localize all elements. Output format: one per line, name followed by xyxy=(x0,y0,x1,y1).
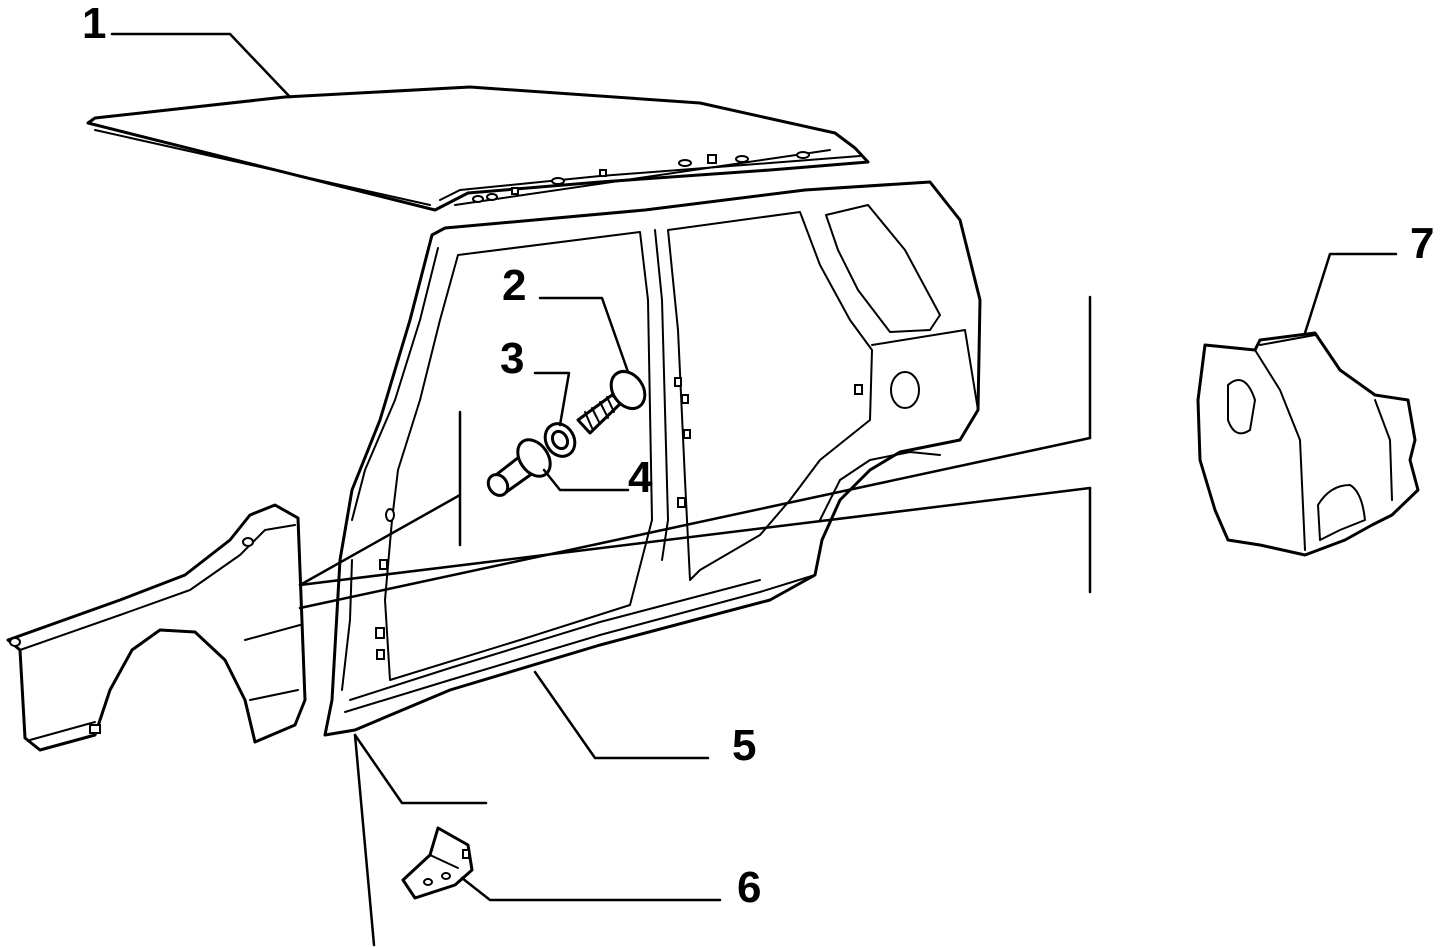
roof-panel xyxy=(86,85,870,212)
washer xyxy=(543,422,577,458)
callout-3: 3 xyxy=(500,334,524,383)
bracket-ref-b xyxy=(353,733,376,947)
leader-6 xyxy=(460,876,722,902)
bolt xyxy=(576,369,647,435)
leader-2 xyxy=(538,296,630,374)
fender-ref-line-b xyxy=(298,436,1092,610)
callout-7: 7 xyxy=(1410,219,1434,268)
leader-lines xyxy=(110,32,1398,947)
callout-6: 6 xyxy=(737,863,761,912)
callout-5: 5 xyxy=(732,721,756,770)
callout-labels: 1 2 3 4 5 6 7 xyxy=(82,0,1434,912)
fender-ref-line-a xyxy=(298,493,462,587)
callout-2: 2 xyxy=(502,261,526,310)
leader-3 xyxy=(533,371,571,427)
rear-wheelhouse xyxy=(1196,331,1420,557)
callout-1: 1 xyxy=(82,0,106,48)
leader-7 xyxy=(1303,252,1398,335)
stud-nut xyxy=(486,438,552,497)
bracket-ref-a xyxy=(353,733,488,805)
bracket xyxy=(401,826,474,900)
fender-ref-line-c xyxy=(298,486,1092,587)
callout-4: 4 xyxy=(628,453,653,502)
leader-4 xyxy=(542,468,630,492)
leader-1 xyxy=(110,32,292,99)
body-side-panel xyxy=(323,180,982,737)
front-fender xyxy=(6,503,307,752)
leader-5 xyxy=(533,670,710,760)
